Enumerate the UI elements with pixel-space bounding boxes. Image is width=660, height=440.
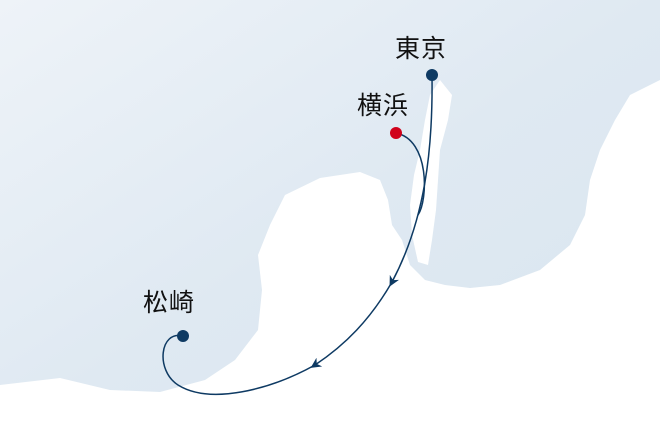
route-yokohama bbox=[395, 132, 426, 216]
matsuzaki-marker[interactable] bbox=[177, 330, 189, 342]
yokohama-marker[interactable] bbox=[390, 127, 402, 139]
sea-area bbox=[0, 80, 660, 440]
city-label-tokyo: 東京 bbox=[395, 34, 448, 63]
route-to-matsuzaki bbox=[310, 281, 393, 368]
tokyo-bay bbox=[410, 80, 452, 265]
route-final bbox=[162, 334, 316, 395]
city-label-yokohama: 横浜 bbox=[357, 91, 410, 120]
tokyo-marker[interactable] bbox=[426, 69, 438, 81]
city-label-matsuzaki: 松崎 bbox=[143, 288, 196, 317]
